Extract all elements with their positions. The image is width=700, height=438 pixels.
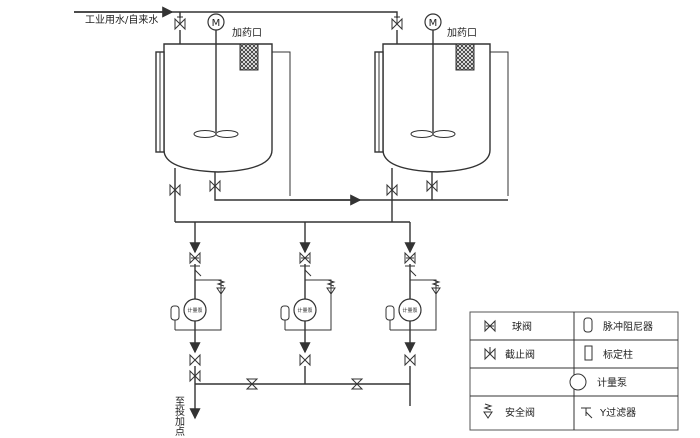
tank-2-dosing-port — [455, 43, 475, 71]
tank-outlet-valves — [169, 168, 508, 222]
legend-ball-valve-icon — [484, 319, 496, 333]
svg-text:计量泵: 计量泵 — [297, 307, 312, 314]
legend-calibration-column-icon — [584, 345, 593, 361]
tank-2 — [374, 43, 491, 173]
tank-2-motor: M — [424, 13, 442, 44]
legend-stop-valve: 截止阀 — [505, 348, 535, 361]
legend-calibration-column: 标定柱 — [603, 348, 633, 361]
y-filter-icon — [190, 265, 202, 277]
ball-valve-icon — [189, 251, 201, 265]
pump-branch-3: 计量泵 — [385, 238, 441, 406]
legend-stop-valve-icon — [484, 347, 496, 361]
legend-safety-valve: 安全阀 — [505, 406, 535, 419]
discharge-header — [189, 378, 410, 420]
svg-text:计量泵: 计量泵 — [402, 307, 417, 314]
tank-2-agitator — [410, 44, 456, 138]
safety-valve-icon — [216, 279, 226, 295]
legend-y-filter: Y过滤器 — [599, 406, 636, 419]
legend-y-filter-icon — [581, 407, 593, 419]
svg-text:计量泵: 计量泵 — [187, 307, 202, 314]
tank-1 — [155, 43, 273, 173]
suction-header — [175, 221, 411, 238]
legend-pulse-damper: 脉冲阻尼器 — [603, 320, 653, 333]
svg-text:M: M — [429, 18, 438, 29]
tank-1-dosing-port-label: 加药口 — [232, 27, 262, 39]
legend-safety-valve-icon — [483, 403, 493, 419]
legend: 球阀 截止阀 安全阀 脉冲阻尼器 标定柱 计量泵 Y过滤器 — [469, 311, 679, 431]
pulse-damper-icon — [170, 305, 180, 321]
water-inlet-label: 工业用水/自来水 — [85, 13, 158, 26]
tank-2-overflow-line — [490, 51, 509, 196]
legend-metering-pump-icon — [569, 373, 587, 391]
legend-ball-valve: 球阀 — [512, 320, 532, 333]
svg-text:M: M — [212, 18, 221, 29]
tank-1-overflow-line — [272, 51, 291, 196]
legend-metering-pump: 计量泵 — [597, 376, 627, 389]
tank-2-dosing-port-label: 加药口 — [447, 27, 477, 39]
tank-1-motor: M — [207, 13, 225, 44]
to-dosing-point-label: 至投加点 — [173, 396, 185, 437]
tank-1-dosing-port — [239, 43, 259, 71]
pump-branch-2: 计量泵 — [280, 238, 336, 384]
legend-pulse-damper-icon — [583, 317, 593, 333]
inlet-stop-valve-2 — [391, 16, 403, 31]
inlet-stop-valve-1 — [174, 16, 186, 31]
tank-1-agitator — [193, 44, 239, 138]
pump-branch-1: 计量泵 — [170, 238, 226, 384]
